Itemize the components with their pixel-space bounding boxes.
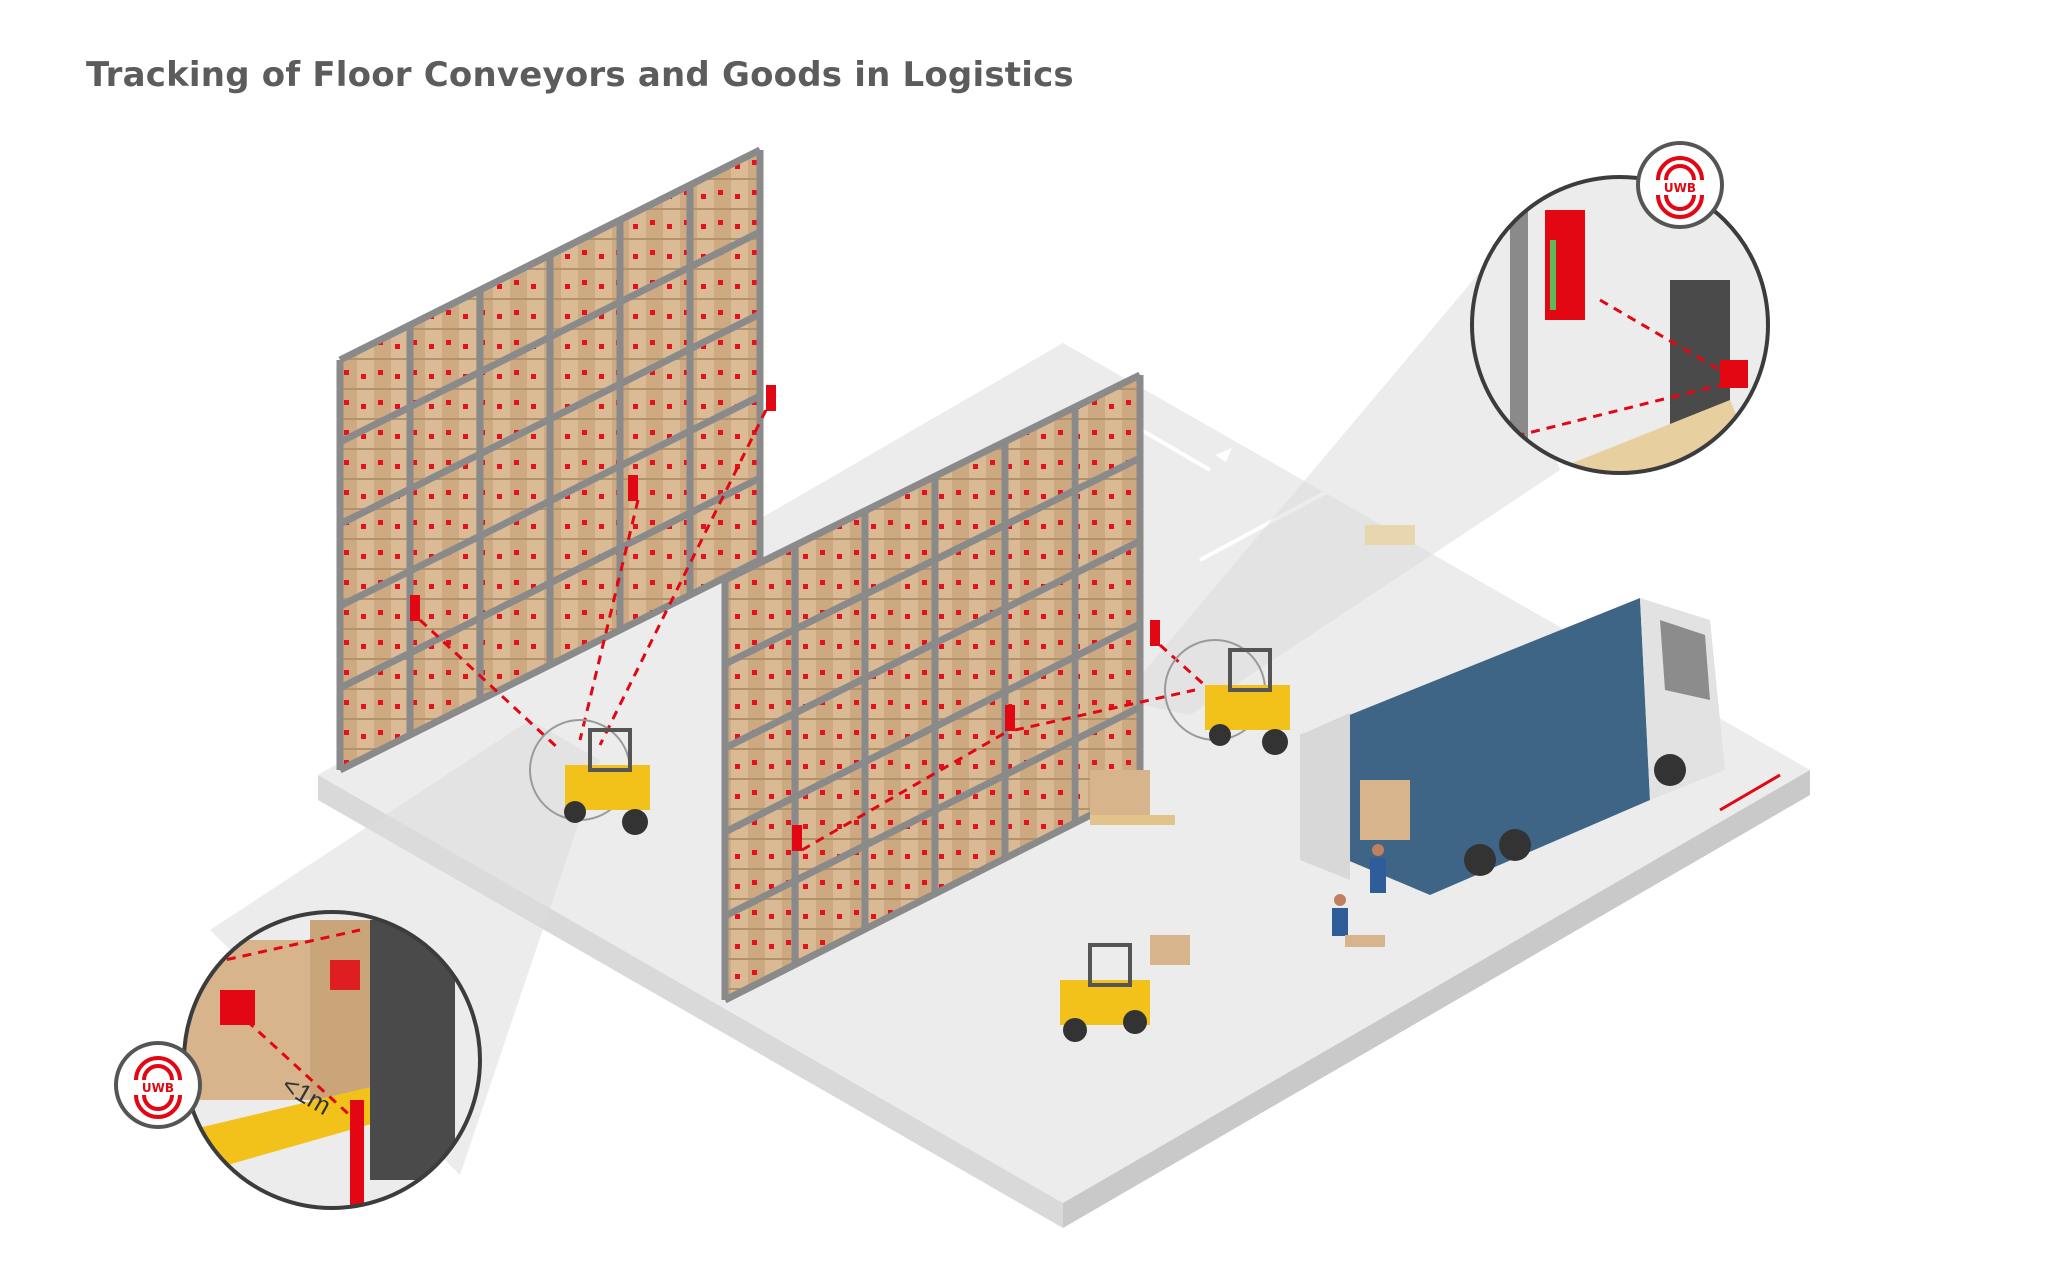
uwb-anchors: [410, 385, 1160, 851]
diagram-title: Tracking of Floor Conveyors and Goods in…: [86, 55, 1074, 95]
forklift-right: [1164, 639, 1290, 755]
uwb-badge-bottom-label: UWB: [142, 1081, 174, 1095]
uwb-badge-top: UWB: [1636, 141, 1724, 229]
zoom-cone-top: [1120, 260, 1560, 715]
uwb-badge-bottom: UWB: [114, 1041, 202, 1129]
zoom-detail-bottom: <1m: [182, 910, 482, 1210]
tracking-lines: [418, 409, 1212, 852]
uwb-signal-icon: [1656, 156, 1704, 219]
forklift-left: [529, 719, 650, 835]
rack-middle: [721, 371, 1144, 1004]
forklift-bottom: [1060, 935, 1190, 1042]
rack-left: [336, 146, 764, 774]
uwb-signal-icon: [134, 1056, 182, 1119]
pallet-stack: [1090, 525, 1415, 825]
uwb-badge-top-label: UWB: [1664, 181, 1696, 195]
truck: [1300, 598, 1725, 895]
worker: [1332, 844, 1386, 947]
